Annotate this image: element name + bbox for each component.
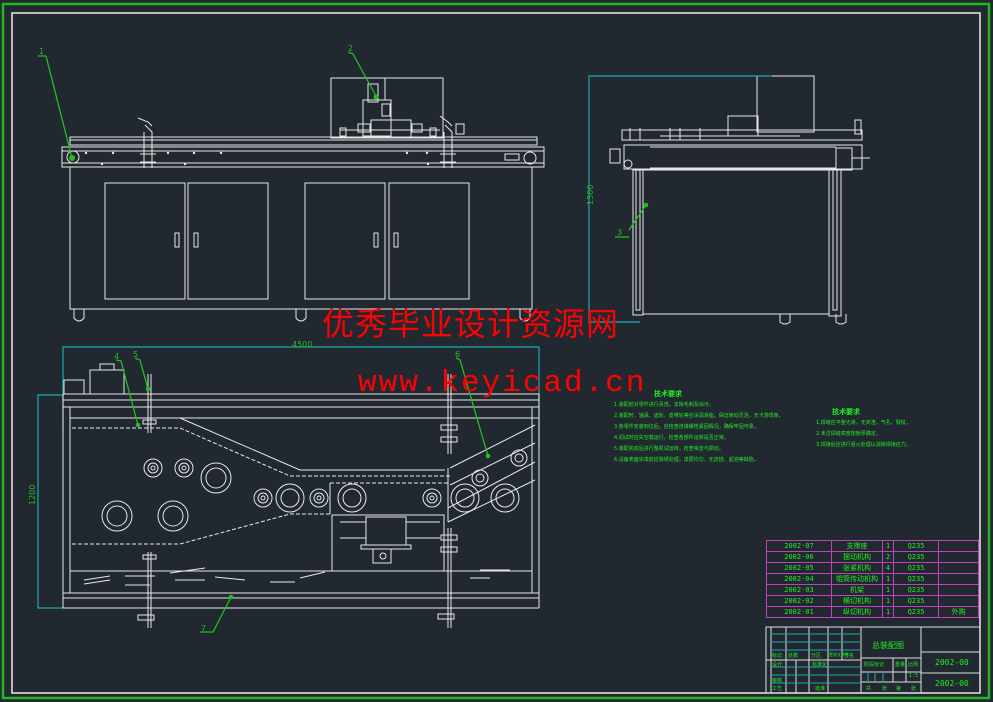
- tech-notes-2-heading: 技术要求: [832, 408, 860, 416]
- title-block-grid: [765, 626, 981, 694]
- revision-header-2: 分区: [811, 653, 822, 659]
- bom-note: [938, 562, 979, 574]
- bom-note: [938, 551, 979, 563]
- tech-notes-1-heading: 技术要求: [654, 390, 682, 398]
- tech-note-line: 6.设备表面涂漆前应除锈处理，漆层均匀，无流挂、起泡等缺陷。: [614, 457, 759, 463]
- bom-note: [938, 595, 979, 607]
- side-view-dimension: [588, 75, 772, 323]
- top-view-leaders: [115, 357, 489, 633]
- bom-note: [938, 573, 979, 585]
- sheet-unit-label-2: 张: [911, 686, 917, 692]
- tech-note-line: 2.装配时，轴承、齿轮、皮带轮等应涂润滑脂，保证转动灵活，无卡滞现象。: [614, 413, 784, 419]
- scale-value: 1:5: [909, 673, 919, 679]
- front-view: [61, 77, 545, 322]
- balloon-1: 1: [39, 47, 44, 56]
- bom-material: Q235: [893, 540, 939, 552]
- tech-notes-1: 技术要求 1.装配前对零件进行清洗，去除毛刺及油污。 2.装配时，轴承、齿轮、皮…: [614, 389, 784, 466]
- sheet-total-label: 共: [866, 686, 872, 692]
- drawing-name: 总装配图: [872, 641, 904, 650]
- bom-name: 机架: [831, 584, 883, 596]
- revision-header-1: 处数: [788, 653, 799, 659]
- drawing-code-2: 2002-00: [935, 679, 969, 688]
- bom-name: 横切机构: [831, 595, 883, 607]
- bom-code: 2002-04: [766, 573, 832, 585]
- bom-name: 张紧机构: [831, 562, 883, 574]
- bom-qty: 1: [882, 540, 894, 552]
- bom-qty: 2: [882, 551, 894, 563]
- bom-code: 2002-06: [766, 551, 832, 563]
- bom-qty: 4: [882, 562, 894, 574]
- bom-qty: 1: [882, 573, 894, 585]
- bom-name: 支撑座: [831, 540, 883, 552]
- sheet-unit-label: 张: [882, 686, 888, 692]
- top-view-dimensions: [37, 346, 540, 609]
- tech-note-line: 5.装配完成后进行整机试运转，检查噪音与振动。: [614, 446, 724, 452]
- approval-label: 批准: [815, 686, 826, 692]
- balloon-5: 5: [133, 350, 138, 359]
- balloon-6: 6: [455, 350, 460, 359]
- bom-qty: 1: [882, 584, 894, 596]
- row-label-process: 工艺: [772, 686, 783, 692]
- bom-code: 2002-01: [766, 606, 832, 618]
- front-view-leaders: [38, 51, 377, 159]
- stage-label: 阶段标记: [864, 662, 885, 668]
- bom-material: Q235: [893, 562, 939, 574]
- bom-name: 摆动机构: [831, 551, 883, 563]
- sheet-index-label: 第: [896, 686, 902, 692]
- tech-note-line: 1.焊缝应平整光滑，无夹渣、气孔、裂纹。: [816, 420, 911, 426]
- bom-code: 2002-07: [766, 540, 832, 552]
- bom-name: 辊筒传动机构: [831, 573, 883, 585]
- bom-code: 2002-02: [766, 595, 832, 607]
- balloon-4: 4: [114, 352, 119, 361]
- bom-material: Q235: [893, 606, 939, 618]
- side-view: [609, 75, 870, 325]
- weight-label: 重量: [895, 662, 906, 668]
- balloon-7: 7: [201, 624, 206, 633]
- tech-note-line: 4.调试时应先空载运行，检查各部件运转是否正常。: [614, 435, 729, 441]
- standardization-label: 标准化: [812, 662, 828, 668]
- row-label-review: 审核: [772, 678, 783, 684]
- dim-1200: 1200: [28, 485, 37, 505]
- top-view: [62, 363, 540, 628]
- drawing-code-1: 2002-00: [935, 658, 969, 667]
- title-block-revision-lines: [771, 633, 884, 684]
- tech-note-line: 3.各零件安装到位后，应检查连接螺栓紧固情况，确保牢固可靠。: [614, 424, 759, 430]
- bom-material: Q235: [893, 595, 939, 607]
- bom-note: 外购: [938, 606, 979, 618]
- bom-material: Q235: [893, 584, 939, 596]
- bom-material: Q235: [893, 551, 939, 563]
- revision-header-4: 签名: [844, 653, 855, 659]
- tech-notes-2: 技术要求 1.焊缝应平整光滑，无夹渣、气孔、裂纹。 2.未注焊缝高度按板厚确定。…: [816, 407, 911, 451]
- dim-4500: 4500: [292, 340, 312, 349]
- revision-header-3: 更改文件号: [829, 652, 849, 657]
- tech-note-line: 3.焊接后应进行退火处理以消除焊接应力。: [816, 442, 911, 448]
- inner-frame: [11, 12, 981, 694]
- bom-note: [938, 584, 979, 596]
- balloon-2: 2: [348, 44, 353, 53]
- row-label-design: 设计: [772, 662, 783, 668]
- tech-note-line: 2.未注焊缝高度按板厚确定。: [816, 431, 881, 437]
- scale-label: 比例: [908, 662, 919, 668]
- dim-1500: 1500: [586, 185, 595, 205]
- bom-qty: 1: [882, 606, 894, 618]
- bom-qty: 1: [882, 595, 894, 607]
- balloon-3: 3: [617, 228, 622, 237]
- bom-material: Q235: [893, 573, 939, 585]
- bom-note: [938, 540, 979, 552]
- tech-note-line: 1.装配前对零件进行清洗，去除毛刺及油污。: [614, 402, 714, 408]
- bom-name: 纵切机构: [831, 606, 883, 618]
- bom-code: 2002-05: [766, 562, 832, 574]
- revision-header-0: 标记: [772, 653, 783, 659]
- bom-code: 2002-03: [766, 584, 832, 596]
